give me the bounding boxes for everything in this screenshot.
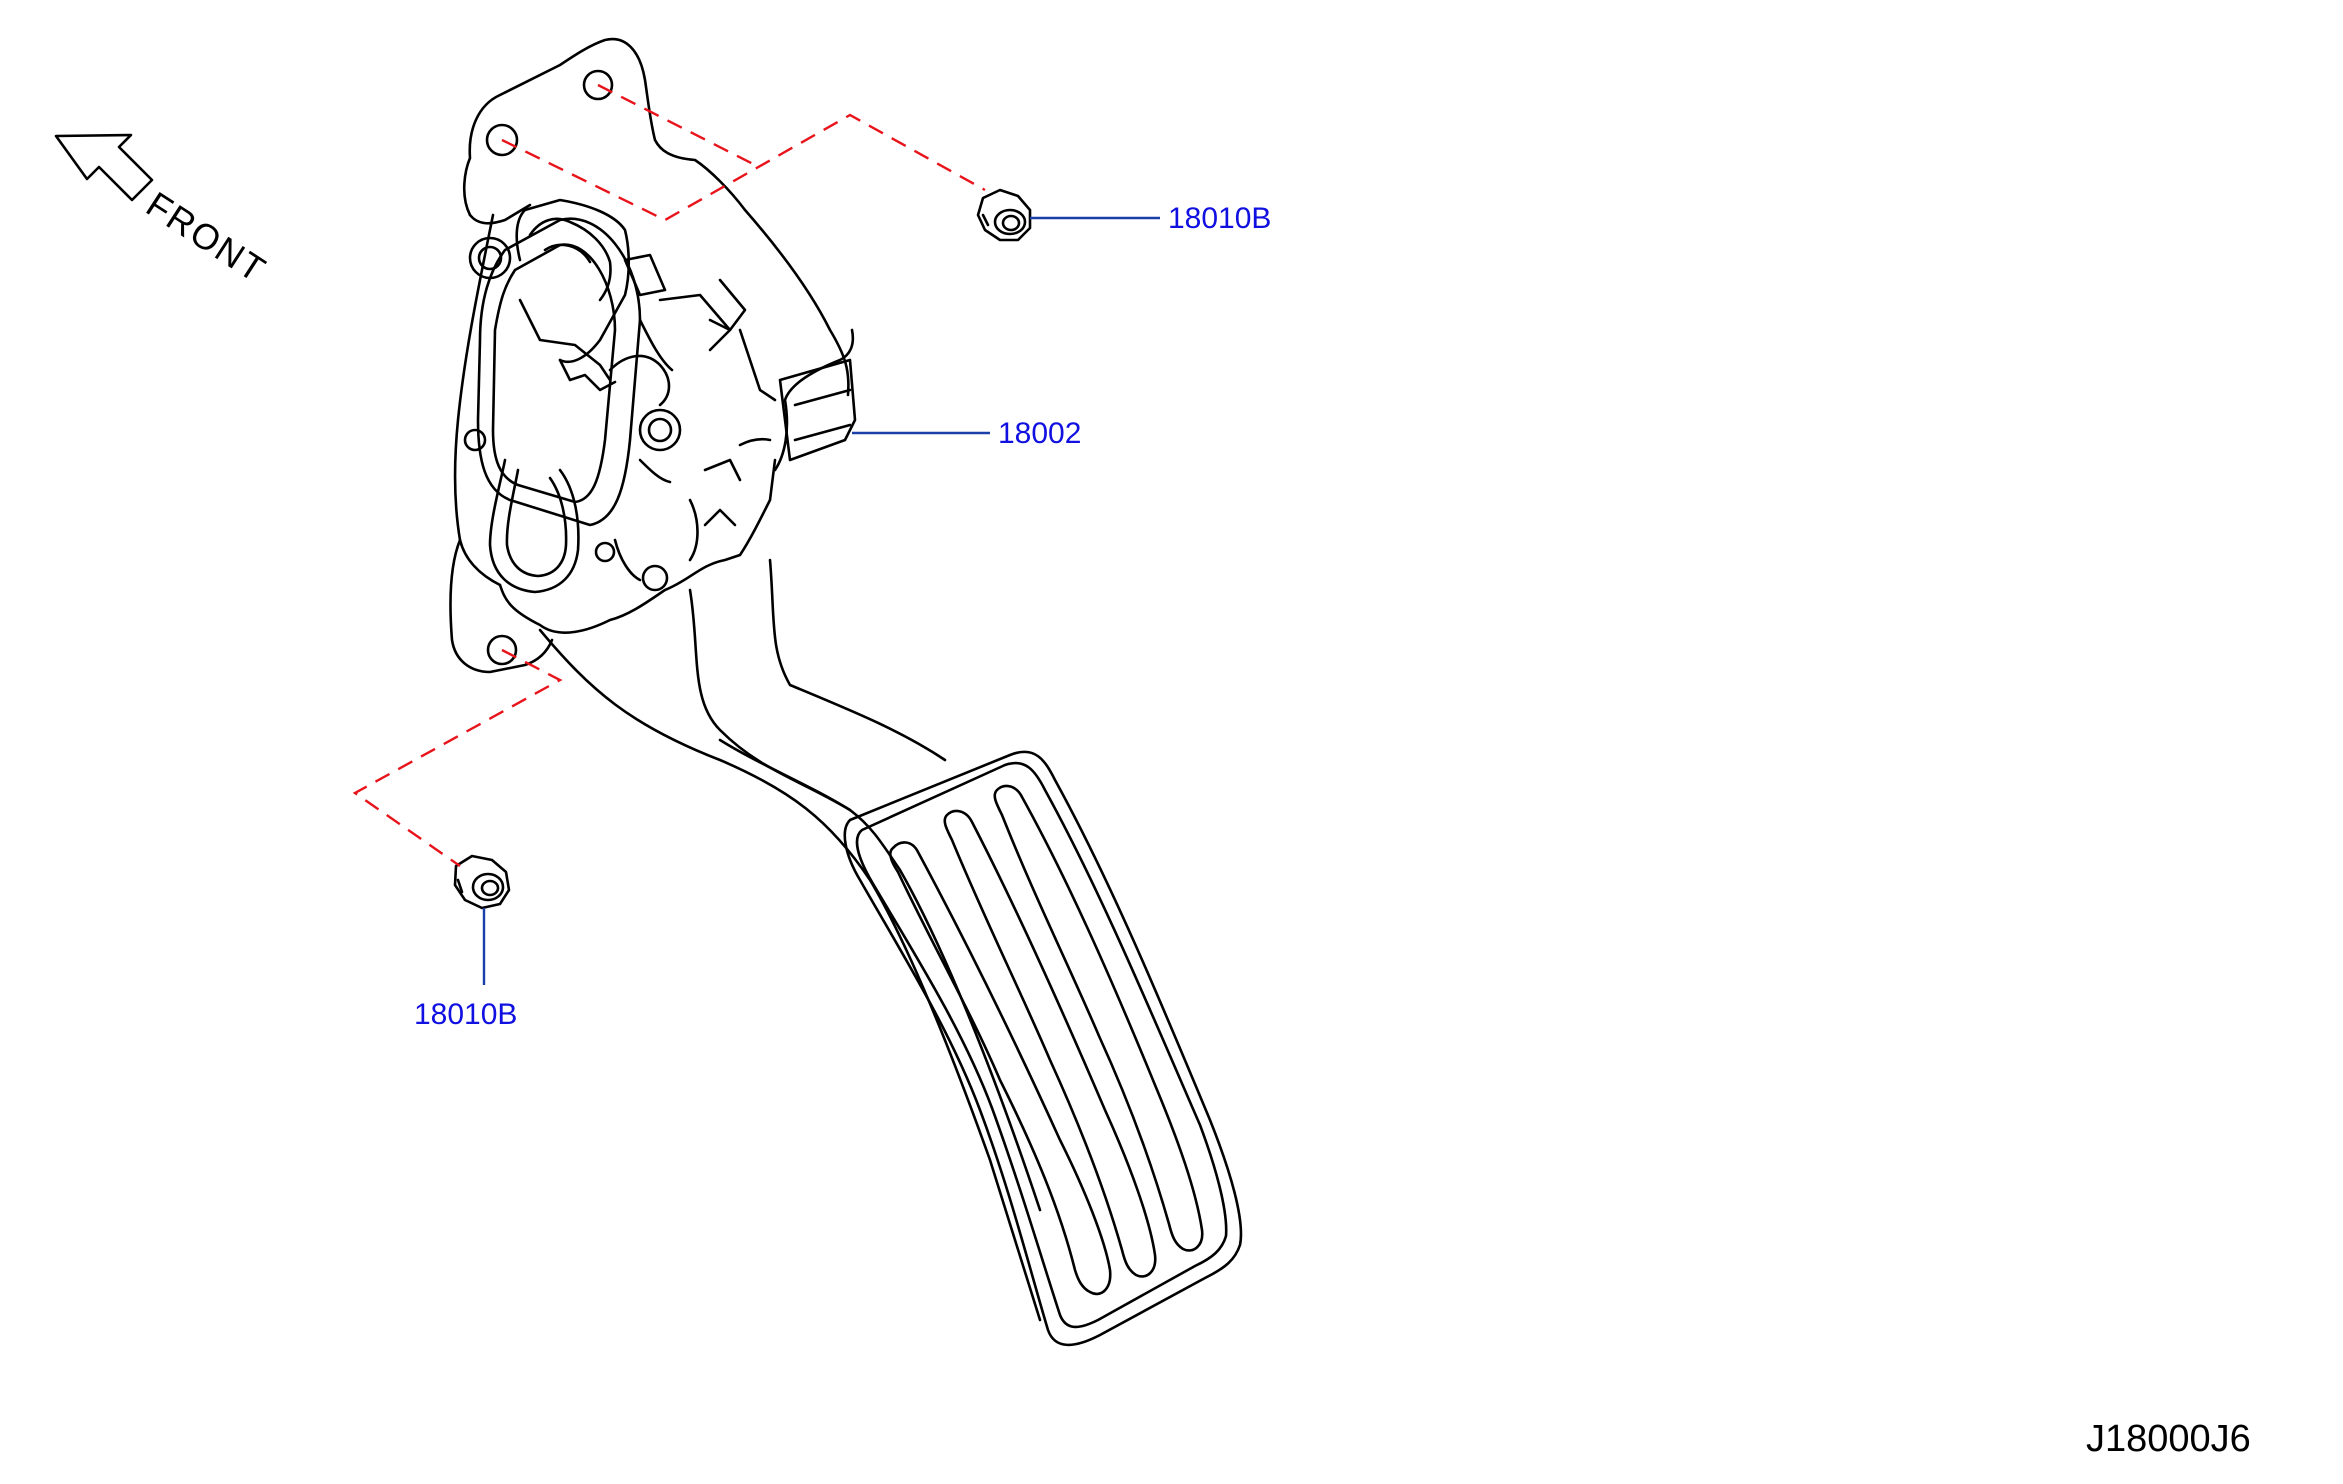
pedal-connector [515, 198, 671, 407]
callout-pedal-assembly[interactable]: 18002 [998, 417, 1082, 450]
pedal-pad [843, 750, 1243, 1347]
front-direction-arrow-icon [54, 133, 154, 202]
alignment-lines [352, 83, 986, 867]
nut-upper [976, 188, 1032, 242]
callout-nut-lower[interactable]: 18010B [414, 998, 518, 1031]
pedal-housing [449, 37, 857, 674]
nut-lower [453, 854, 511, 910]
drawing-id: J18000J6 [2086, 1418, 2251, 1460]
callout-nut-upper[interactable]: 18010B [1168, 202, 1272, 235]
pedal-arm [538, 558, 1042, 1322]
mount-holes [463, 69, 682, 666]
leader-lines [482, 216, 1160, 985]
